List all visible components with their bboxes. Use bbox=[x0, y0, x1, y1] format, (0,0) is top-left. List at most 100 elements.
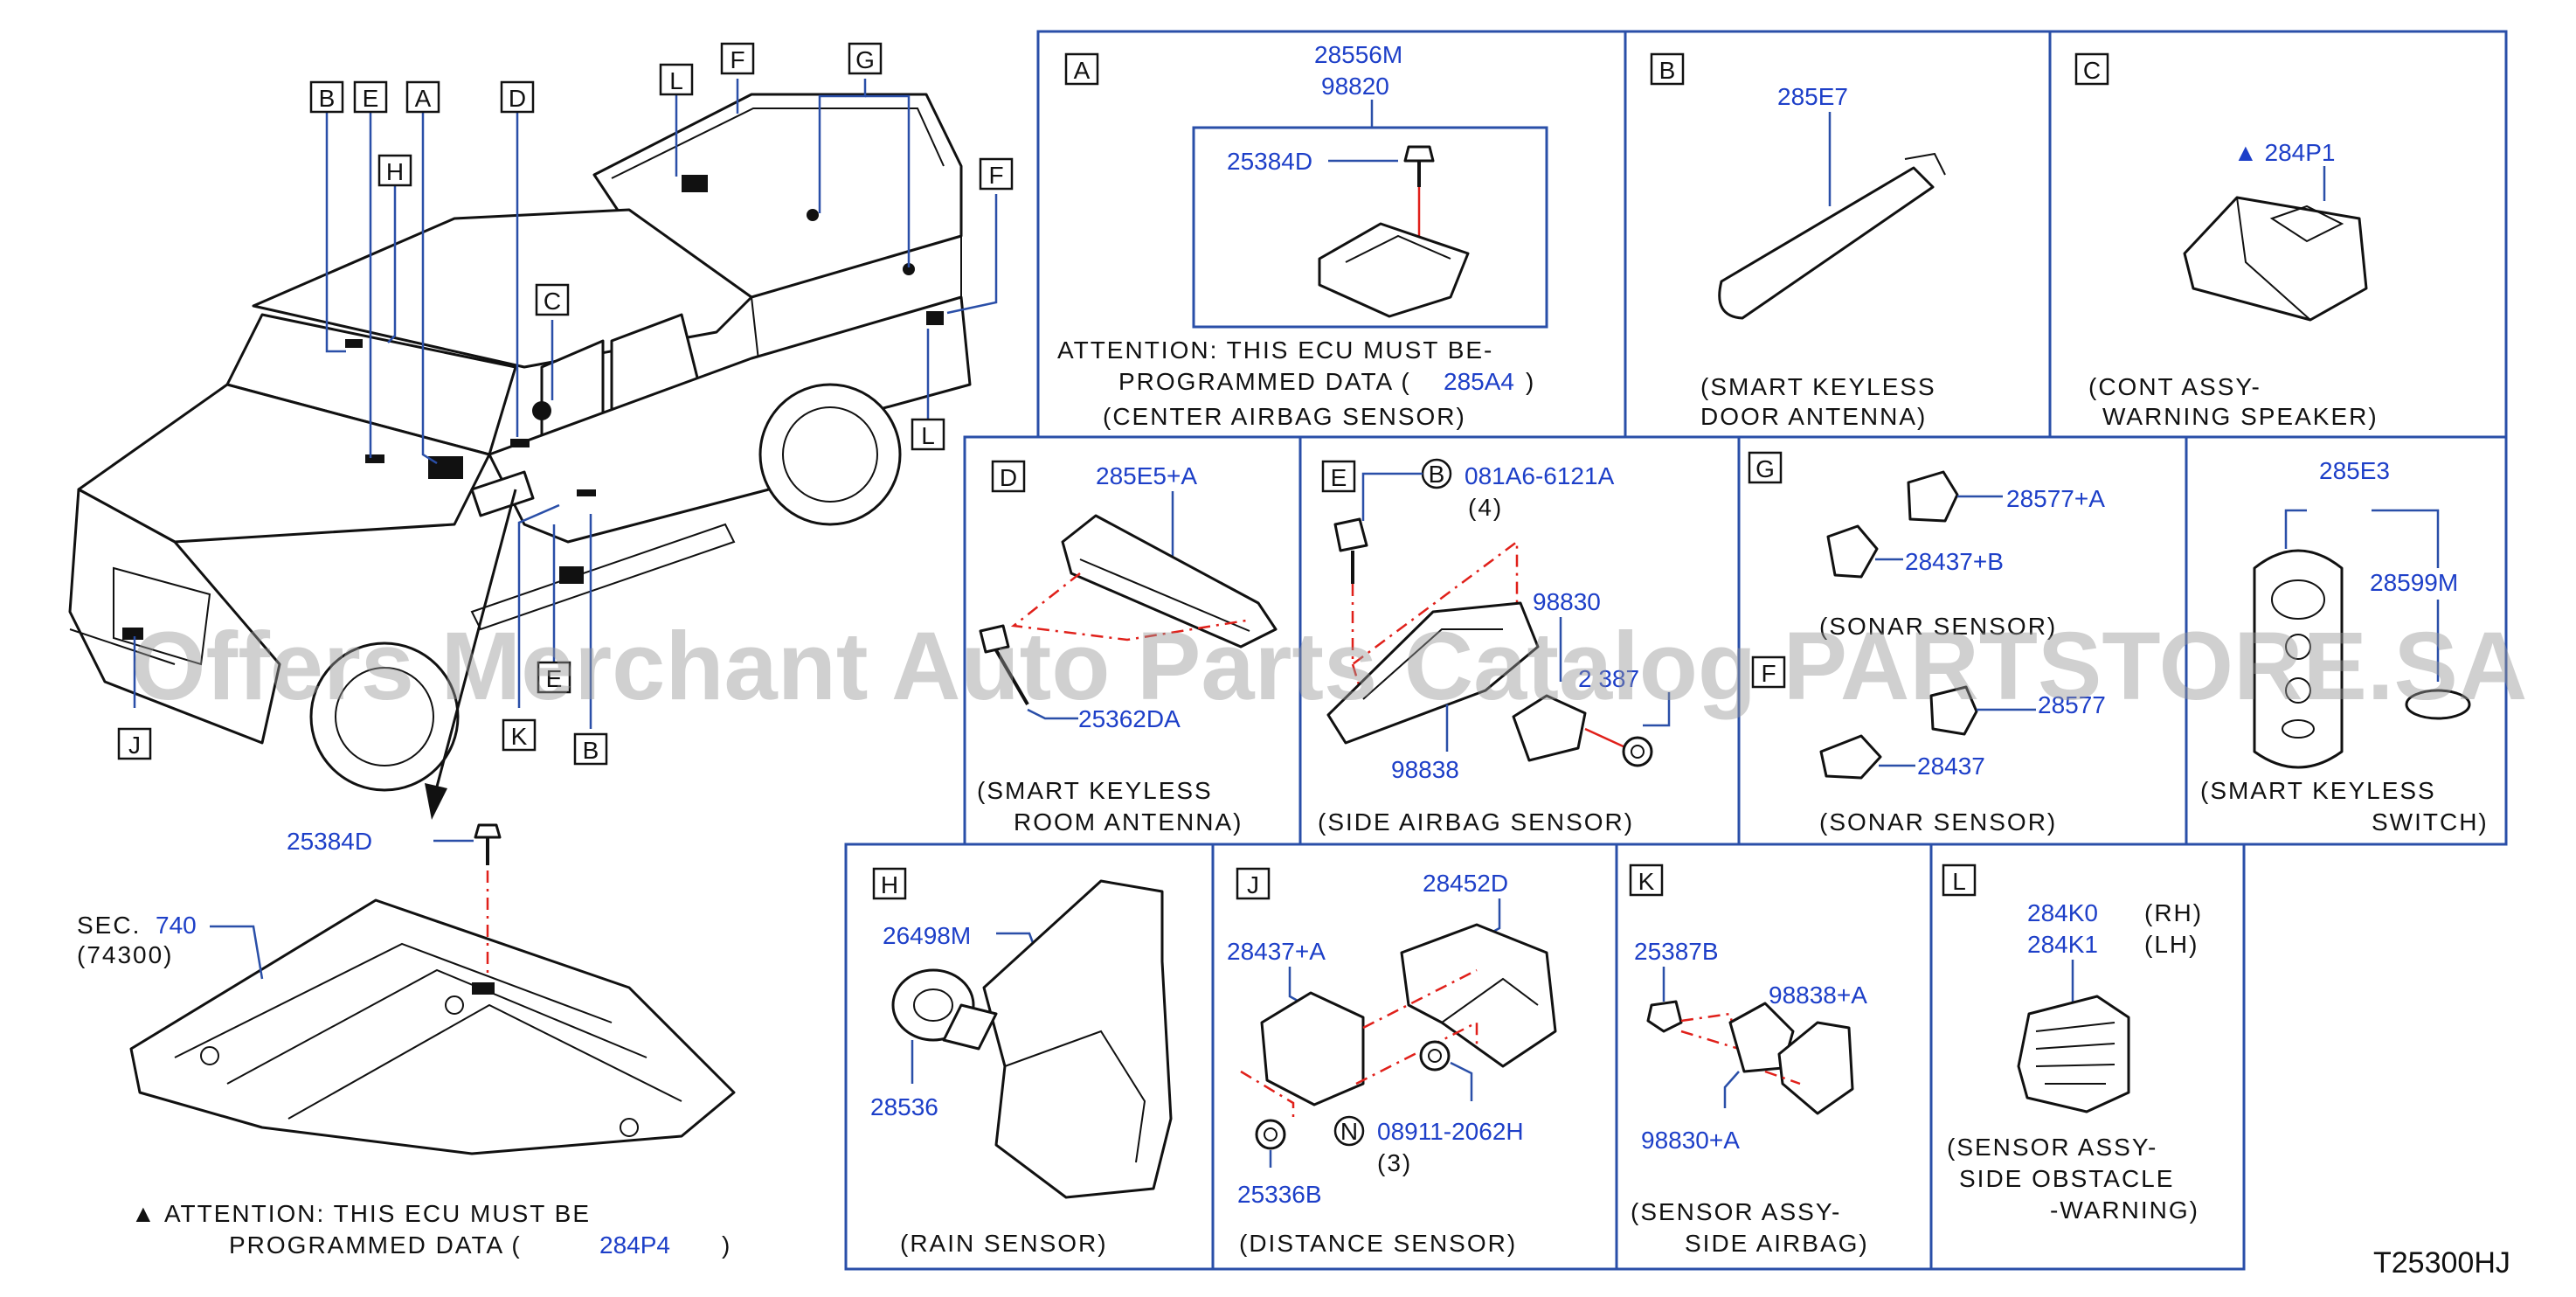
panel-a-pn1[interactable]: 28556M bbox=[1314, 41, 1402, 68]
panel-j-pn3[interactable]: 08911-2062H bbox=[1377, 1118, 1524, 1145]
panel-switch-caption-1: (SMART KEYLESS bbox=[2200, 777, 2436, 804]
panel-c-pn1[interactable]: ▲ 284P1 bbox=[2233, 139, 2335, 166]
panel-a-pn2[interactable]: 98820 bbox=[1321, 73, 1389, 100]
panel-k-pn2[interactable]: 98838+A bbox=[1769, 981, 1867, 1009]
panel-k-pn3[interactable]: 98830+A bbox=[1641, 1127, 1740, 1154]
panel-c-caption-2: WARNING SPEAKER) bbox=[2102, 403, 2379, 430]
panel-b: B 285E7 (SMART KEYLESS DOOR ANTENNA) bbox=[1650, 52, 1946, 430]
panel-j-pn1[interactable]: 28452D bbox=[1423, 870, 1508, 897]
callout-b[interactable]: B bbox=[309, 80, 344, 114]
panel-g: G 28577+A 28437+B (SONAR SENSOR) F 28577… bbox=[1748, 451, 2106, 836]
panel-h-pn1[interactable]: 26498M bbox=[883, 922, 971, 949]
callout-h[interactable]: H bbox=[377, 154, 412, 187]
callout-b-lower[interactable]: B bbox=[573, 732, 608, 766]
panel-j-circle-n: N bbox=[1340, 1118, 1358, 1145]
panel-k-caption-2: SIDE AIRBAG) bbox=[1685, 1230, 1869, 1257]
callout-l-top[interactable]: L bbox=[659, 63, 694, 96]
truck-illustration bbox=[68, 93, 972, 820]
panel-a-caption: (CENTER AIRBAG SENSOR) bbox=[1103, 403, 1466, 430]
panel-d-caption-2: ROOM ANTENNA) bbox=[1014, 808, 1243, 836]
svg-text:B: B bbox=[319, 85, 336, 112]
svg-text:A: A bbox=[415, 85, 432, 112]
panel-e-pn1[interactable]: 081A6-6121A bbox=[1465, 462, 1615, 489]
panel-k-pn1[interactable]: 25387B bbox=[1634, 938, 1719, 965]
sonar-bezel-a-drawing bbox=[1907, 470, 1959, 523]
panel-j-pn4[interactable]: 25336B bbox=[1237, 1181, 1322, 1208]
svg-text:F: F bbox=[988, 162, 1003, 189]
callout-a[interactable]: A bbox=[405, 80, 440, 114]
callout-c[interactable]: C bbox=[535, 283, 570, 316]
floor-attention-2: PROGRAMMED DATA ( bbox=[229, 1231, 522, 1259]
panel-g-letter: G bbox=[1755, 455, 1775, 482]
panel-g-pn3[interactable]: 28577 bbox=[2038, 691, 2106, 718]
svg-text:F: F bbox=[730, 46, 744, 73]
callout-d[interactable]: D bbox=[500, 80, 535, 114]
panel-h-pn2[interactable]: 28536 bbox=[870, 1093, 938, 1120]
panel-g-caption-top: (SONAR SENSOR) bbox=[1819, 613, 2057, 640]
callout-l-right[interactable]: L bbox=[911, 418, 945, 451]
panel-g-pn2[interactable]: 28437+B bbox=[1905, 548, 2004, 575]
floor-bolt-pn[interactable]: 25384D bbox=[287, 828, 372, 855]
panel-e-caption: (SIDE AIRBAG SENSOR) bbox=[1318, 808, 1634, 836]
callout-f-right[interactable]: F bbox=[979, 157, 1014, 191]
panel-d-caption-1: (SMART KEYLESS bbox=[977, 777, 1213, 804]
panel-switch-pn1[interactable]: 285E3 bbox=[2319, 457, 2390, 484]
panel-l: L 284K0 (RH) 284K1 (LH) (SENSOR ASSY- SI… bbox=[1942, 864, 2203, 1224]
panel-d-pn1[interactable]: 285E5+A bbox=[1096, 462, 1197, 489]
room-antenna-drawing bbox=[1061, 514, 1278, 648]
panel-l-caption-2: SIDE OBSTACLE bbox=[1959, 1165, 2174, 1192]
panel-l-caption-3: -WARNING) bbox=[2050, 1196, 2199, 1224]
callout-g[interactable]: G bbox=[848, 42, 883, 75]
svg-text:J: J bbox=[128, 732, 141, 759]
callout-e[interactable]: E bbox=[353, 80, 388, 114]
panel-a-letter: A bbox=[1074, 57, 1091, 84]
svg-text:K: K bbox=[511, 723, 528, 750]
panel-g-pn1[interactable]: 28577+A bbox=[2006, 485, 2105, 512]
panel-l-pn2[interactable]: 284K1 bbox=[2027, 931, 2098, 958]
panel-g-caption: (SONAR SENSOR) bbox=[1819, 808, 2057, 836]
panel-g-pn4[interactable]: 28437 bbox=[1917, 753, 1985, 780]
callout-k[interactable]: K bbox=[502, 718, 537, 752]
panel-e-pn4[interactable]: 98838 bbox=[1391, 756, 1459, 783]
panel-j-caption: (DISTANCE SENSOR) bbox=[1239, 1230, 1517, 1257]
svg-text:E: E bbox=[363, 85, 379, 112]
panel-e-pn3[interactable]: 2 387 bbox=[1578, 665, 1639, 692]
panel-j-pn2[interactable]: 28437+A bbox=[1227, 938, 1326, 965]
svg-text:G: G bbox=[855, 46, 875, 73]
svg-text:B: B bbox=[583, 737, 599, 764]
svg-text:L: L bbox=[669, 67, 683, 94]
callout-e-lower[interactable]: E bbox=[537, 661, 571, 694]
panel-e-pn2[interactable]: 98830 bbox=[1533, 588, 1601, 615]
panel-b-pn1[interactable]: 285E7 bbox=[1777, 83, 1848, 110]
panel-k-caption-1: (SENSOR ASSY- bbox=[1631, 1198, 1841, 1225]
panel-e-circle-b: B bbox=[1429, 461, 1445, 488]
truck-callouts: B E A H D L F G C F L J K E B bbox=[117, 42, 1014, 766]
panel-a-attention-close: ) bbox=[1526, 368, 1535, 395]
floor-sec-number[interactable]: 740 bbox=[156, 912, 197, 939]
callout-f-top[interactable]: F bbox=[720, 42, 755, 75]
panel-l-caption-1: (SENSOR ASSY- bbox=[1947, 1134, 2157, 1161]
callout-j[interactable]: J bbox=[117, 727, 152, 760]
panel-c: C ▲ 284P1 (CONT ASSY- WARNING SPEAKER) bbox=[2074, 52, 2379, 430]
panel-h: H 26498M 28536 (RAIN SENSOR) bbox=[870, 867, 1173, 1257]
panel-switch-pn2[interactable]: 28599M bbox=[2370, 569, 2458, 596]
panel-f-letter: F bbox=[1761, 660, 1776, 687]
panel-l-pn1[interactable]: 284K0 bbox=[2027, 899, 2098, 926]
panel-a-attention-code[interactable]: 285A4 bbox=[1444, 368, 1514, 395]
panel-d-pn2[interactable]: 25362DA bbox=[1078, 705, 1181, 732]
panel-l-rh: (RH) bbox=[2144, 899, 2203, 926]
callout-leaders bbox=[133, 79, 998, 729]
center-airbag-sensor-drawing bbox=[1318, 222, 1470, 318]
svg-text:E: E bbox=[546, 665, 563, 692]
panel-h-letter: H bbox=[881, 871, 898, 898]
panel-frames bbox=[844, 30, 2508, 1271]
floor-pan-section: 25384D SEC. 740 (74300) ▲ ATTENTION: THI… bbox=[77, 823, 736, 1259]
floor-attention-1: ▲ ATTENTION: THIS ECU MUST BE bbox=[131, 1200, 591, 1227]
floor-sec-sub: (74300) bbox=[77, 941, 174, 968]
floor-attention-code[interactable]: 284P4 bbox=[599, 1231, 670, 1259]
floor-sec-label: SEC. bbox=[77, 912, 141, 939]
panel-a-pn3[interactable]: 25384D bbox=[1227, 148, 1312, 175]
panel-a-attention-1: ATTENTION: THIS ECU MUST BE- bbox=[1057, 336, 1493, 364]
warning-speaker-drawing bbox=[2183, 196, 2368, 322]
